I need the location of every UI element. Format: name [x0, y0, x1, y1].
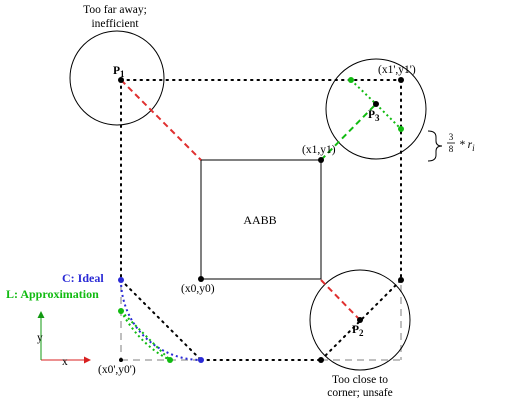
- corner-outer-x1y1-dot: [398, 77, 404, 83]
- circle-p2: [309, 269, 411, 371]
- approx-end-dot: [167, 357, 173, 363]
- corner-x1y1-dot: [318, 157, 324, 163]
- corner-x0y0-dot: [198, 276, 204, 282]
- too-far-label-line2: inefficient: [91, 18, 139, 30]
- brace-fraction: 3 8 * ri: [447, 132, 475, 154]
- p3-dot: [373, 101, 379, 107]
- p2-right-dot: [398, 277, 404, 283]
- axis-x-arrow: [84, 356, 91, 364]
- p2-dot: [357, 317, 363, 323]
- too-close-label-line2: corner; unsafe: [327, 387, 392, 399]
- p2-label: P2: [352, 324, 364, 338]
- corner-outer-x1y1-label: (x1',y1'): [378, 64, 416, 76]
- corner-diagonal: [120, 279, 202, 361]
- ideal-end-dot: [198, 357, 204, 363]
- ideal-arc: [120, 279, 202, 361]
- corner-x0y0-label: (x0,y0): [181, 283, 215, 295]
- outer-corner-dashes: [120, 285, 402, 361]
- p1-label: P1: [113, 65, 125, 79]
- circle-p3: [325, 58, 427, 160]
- corner-outer-x0y0-dot: [119, 358, 123, 362]
- p3-right-dot: [398, 126, 404, 132]
- too-far-label-line1: Too far away;: [83, 4, 147, 16]
- brace: [427, 130, 443, 162]
- too-close-label-line1: Too close to: [332, 374, 388, 386]
- fraction-denominator: 8: [449, 144, 454, 154]
- corner-x1y1-label: (x1,y1): [302, 144, 336, 156]
- legend-ideal: C: Ideal: [62, 271, 104, 285]
- axis-y-arrow: [37, 311, 45, 318]
- legend-approximation: L: Approximation: [6, 287, 99, 301]
- distance-p3: [320, 103, 377, 161]
- p3-to-right: [375, 103, 402, 130]
- approximation-polyline: [120, 310, 171, 361]
- fraction-numerator: 3: [449, 132, 454, 142]
- circle-p1: [69, 30, 165, 126]
- p3-label: P3: [368, 109, 380, 123]
- p2-corner-lines: [320, 279, 402, 361]
- fraction-rest: * ri: [459, 139, 475, 153]
- axis-x-label: x: [62, 356, 68, 368]
- p2-bottom-dot: [318, 357, 324, 363]
- p3-to-top: [350, 79, 377, 105]
- axis-indicator: x y: [37, 311, 91, 368]
- approx-start-dot: [118, 308, 124, 314]
- p1-dot: [118, 77, 124, 83]
- p3-top-dot: [348, 77, 354, 83]
- ideal-start-dot: [118, 277, 124, 283]
- distance-p2: [320, 279, 361, 321]
- outer-boundary: [120, 79, 402, 361]
- axis-y-label: y: [37, 332, 43, 344]
- aabb-label: AABB: [243, 213, 276, 227]
- corner-outer-x0y0-label: (x0',y0'): [98, 364, 136, 376]
- aabb-box: [200, 159, 322, 280]
- distance-p1: [120, 79, 202, 161]
- approximation-curve: [120, 310, 171, 361]
